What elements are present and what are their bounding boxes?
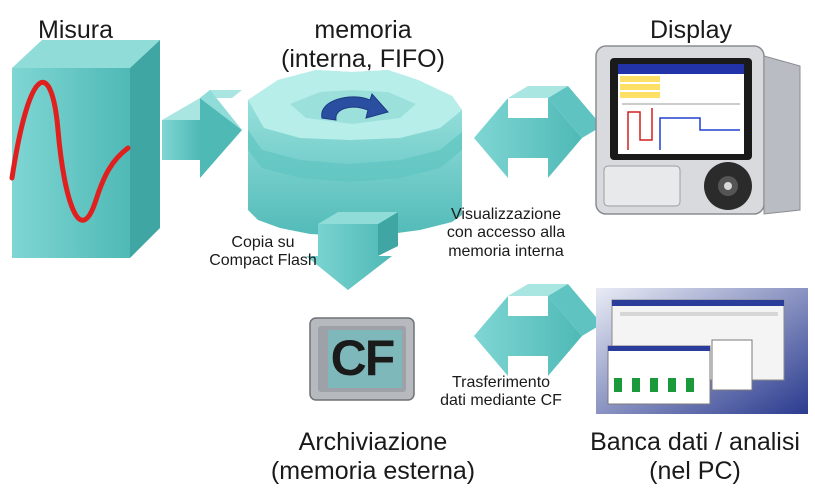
label-copy-line2: Compact Flash [209, 252, 317, 270]
title-measure: Misura [38, 16, 114, 44]
label-view-line2: con accesso alla [446, 224, 566, 242]
title-database-line2: (nel PC) [649, 456, 741, 485]
pc-screenshot [596, 288, 808, 414]
label-view-line1: Visualizzazione [451, 206, 561, 223]
label-transfer-line2: dati mediante CF [440, 392, 562, 410]
arrow-measure-to-memory [162, 90, 242, 178]
measurement-block [9, 40, 160, 258]
title-archive: Archiviazione (memoria esterna) [258, 428, 488, 486]
title-memory: memoria (interna, FIFO) [268, 16, 458, 74]
cf-card [309, 317, 415, 401]
title-archive-line2: (memoria esterna) [270, 456, 476, 485]
title-memory-line1: memoria [314, 16, 412, 44]
title-memory-line2: (interna, FIFO) [281, 44, 445, 73]
label-transfer-cf: Trasferimento dati mediante CF [426, 374, 576, 411]
title-database: Banca dati / analisi (nel PC) [580, 428, 810, 486]
display-device [595, 45, 801, 215]
sine-wave-icon [9, 80, 131, 223]
cf-card-text: CF [330, 330, 396, 386]
arrow-memory-to-cf [306, 212, 398, 290]
label-copy-line1: Copia su [231, 234, 295, 251]
arrow-cf-pc [474, 284, 602, 376]
label-transfer-line1: Trasferimento [451, 374, 551, 391]
arrow-memory-display [474, 86, 602, 178]
title-database-line1: Banca dati / analisi [590, 428, 800, 456]
label-view-memory: Visualizzazione con accesso alla memoria… [426, 206, 586, 261]
title-archive-line1: Archiviazione [298, 428, 448, 456]
title-display: Display [650, 16, 732, 44]
rotation-arrow-icon [321, 93, 389, 121]
label-copy-to-cf: Copia su Compact Flash [198, 234, 328, 271]
label-view-line3: memoria interna [448, 242, 564, 260]
memory-disk [248, 70, 462, 236]
